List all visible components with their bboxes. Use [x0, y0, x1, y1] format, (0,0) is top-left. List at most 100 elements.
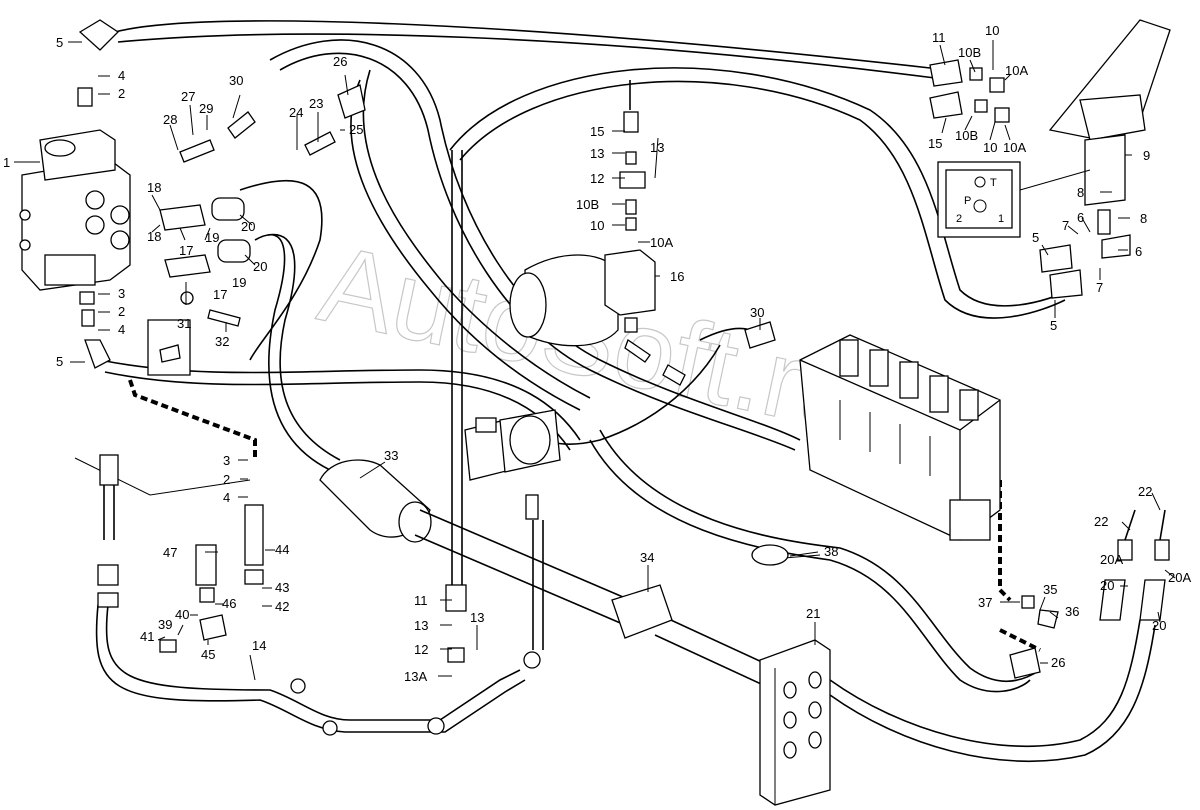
label-26b: 26 — [1051, 655, 1065, 670]
label-22a: 22 — [1094, 514, 1108, 529]
label-13b: 13 — [470, 610, 484, 625]
label-27: 27 — [181, 89, 195, 104]
inset-port-1: 1 — [998, 213, 1004, 225]
label-3a: 3 — [118, 286, 125, 301]
label-30b: 30 — [750, 305, 764, 320]
label-5b: 5 — [1032, 230, 1039, 245]
label-40: 40 — [175, 607, 189, 622]
label-29: 29 — [199, 101, 213, 116]
port-inset: T P 2 1 — [937, 161, 1091, 238]
label-10A-a: 10A — [650, 235, 673, 250]
solenoid-valve — [464, 409, 561, 520]
label-24: 24 — [289, 105, 303, 120]
fittings-35-37 — [1021, 595, 1059, 629]
label-13d: 13 — [650, 140, 664, 155]
label-20a: 20 — [241, 219, 255, 234]
fitting-30 — [744, 321, 776, 349]
label-12a: 12 — [414, 642, 428, 657]
label-34: 34 — [640, 550, 654, 565]
label-18a: 18 — [147, 180, 161, 195]
label-14: 14 — [252, 638, 266, 653]
label-33: 33 — [384, 448, 398, 463]
label-10c: 10 — [983, 140, 997, 155]
label-22b: 22 — [1138, 484, 1152, 499]
label-10A-b: 10A — [1005, 63, 1028, 78]
label-5c: 5 — [1050, 318, 1057, 333]
label-26: 26 — [333, 54, 347, 69]
label-2b: 2 — [223, 472, 230, 487]
label-10b: 10 — [985, 23, 999, 38]
label-19a: 19 — [205, 230, 219, 245]
label-10B-a: 10B — [576, 197, 599, 212]
label-15b: 15 — [928, 136, 942, 151]
label-10B-b: 10B — [958, 45, 981, 60]
leader-lines — [14, 40, 1176, 681]
label-30: 30 — [229, 73, 243, 88]
label-5a: 5 — [56, 354, 63, 369]
label-44: 44 — [275, 542, 289, 557]
cable-dashed-lower — [999, 628, 1041, 652]
control-valve — [19, 129, 131, 291]
part-labels: 5 4 2 1 28 27 29 30 24 23 25 26 18 18 17… — [3, 23, 1191, 684]
label-32: 32 — [215, 334, 229, 349]
label-42: 42 — [275, 599, 289, 614]
foot-pedal — [1039, 19, 1171, 299]
valve-bank — [799, 334, 1001, 541]
label-31: 31 — [177, 316, 191, 331]
label-47: 47 — [163, 545, 177, 560]
label-23: 23 — [309, 96, 323, 111]
pipe-33 — [319, 459, 791, 696]
label-46: 46 — [222, 596, 236, 611]
label-4: 4 — [118, 68, 125, 83]
label-12b: 12 — [590, 171, 604, 186]
label-21: 21 — [806, 606, 820, 621]
left-fittings — [77, 19, 120, 369]
clamp-38 — [751, 544, 789, 566]
label-45: 45 — [201, 647, 215, 662]
label-7a: 7 — [1062, 218, 1069, 233]
label-20A-a: 20A — [1100, 552, 1123, 567]
label-38: 38 — [824, 544, 838, 559]
cable-dashed-left — [128, 379, 257, 460]
label-37: 37 — [978, 595, 992, 610]
label-11a: 11 — [414, 593, 428, 608]
label-8b: 8 — [1140, 211, 1147, 226]
inset-port-t: T — [990, 177, 997, 189]
label-18b: 18 — [147, 229, 161, 244]
label-2a: 2 — [118, 304, 125, 319]
fitting-26-lower — [1009, 647, 1041, 679]
label-1: 1 — [3, 155, 10, 170]
label-28: 28 — [163, 112, 177, 127]
label-17b: 17 — [213, 287, 227, 302]
label-15a: 15 — [590, 124, 604, 139]
label-36: 36 — [1065, 604, 1079, 619]
label-6b: 6 — [1135, 244, 1142, 259]
label-41: 41 — [140, 629, 154, 644]
label-20b: 20 — [253, 259, 267, 274]
label-13c: 13 — [590, 146, 604, 161]
label-19b: 19 — [232, 275, 246, 290]
label-10a: 10 — [590, 218, 604, 233]
label-16: 16 — [670, 269, 684, 284]
label-25: 25 — [349, 122, 363, 137]
label-2: 2 — [118, 86, 125, 101]
label-39: 39 — [158, 617, 172, 632]
pedal-connectors — [929, 59, 1010, 123]
hose-14-assembly — [95, 454, 541, 736]
label-20c: 20 — [1100, 578, 1114, 593]
label-35: 35 — [1043, 582, 1057, 597]
label-13A: 13A — [404, 669, 427, 684]
label-7b: 7 — [1096, 280, 1103, 295]
label-43: 43 — [275, 580, 289, 595]
label-20A-b: 20A — [1168, 570, 1191, 585]
inset-port-2: 2 — [956, 213, 962, 225]
label-9: 9 — [1143, 148, 1150, 163]
label-13a: 13 — [414, 618, 428, 633]
label-5: 5 — [56, 35, 63, 50]
label-4a: 4 — [118, 322, 125, 337]
fitting-stack-top — [619, 111, 646, 231]
inset-port-p: P — [964, 195, 971, 207]
label-3b: 3 — [223, 453, 230, 468]
label-8a: 8 — [1077, 185, 1084, 200]
label-10A-c: 10A — [1003, 140, 1026, 155]
